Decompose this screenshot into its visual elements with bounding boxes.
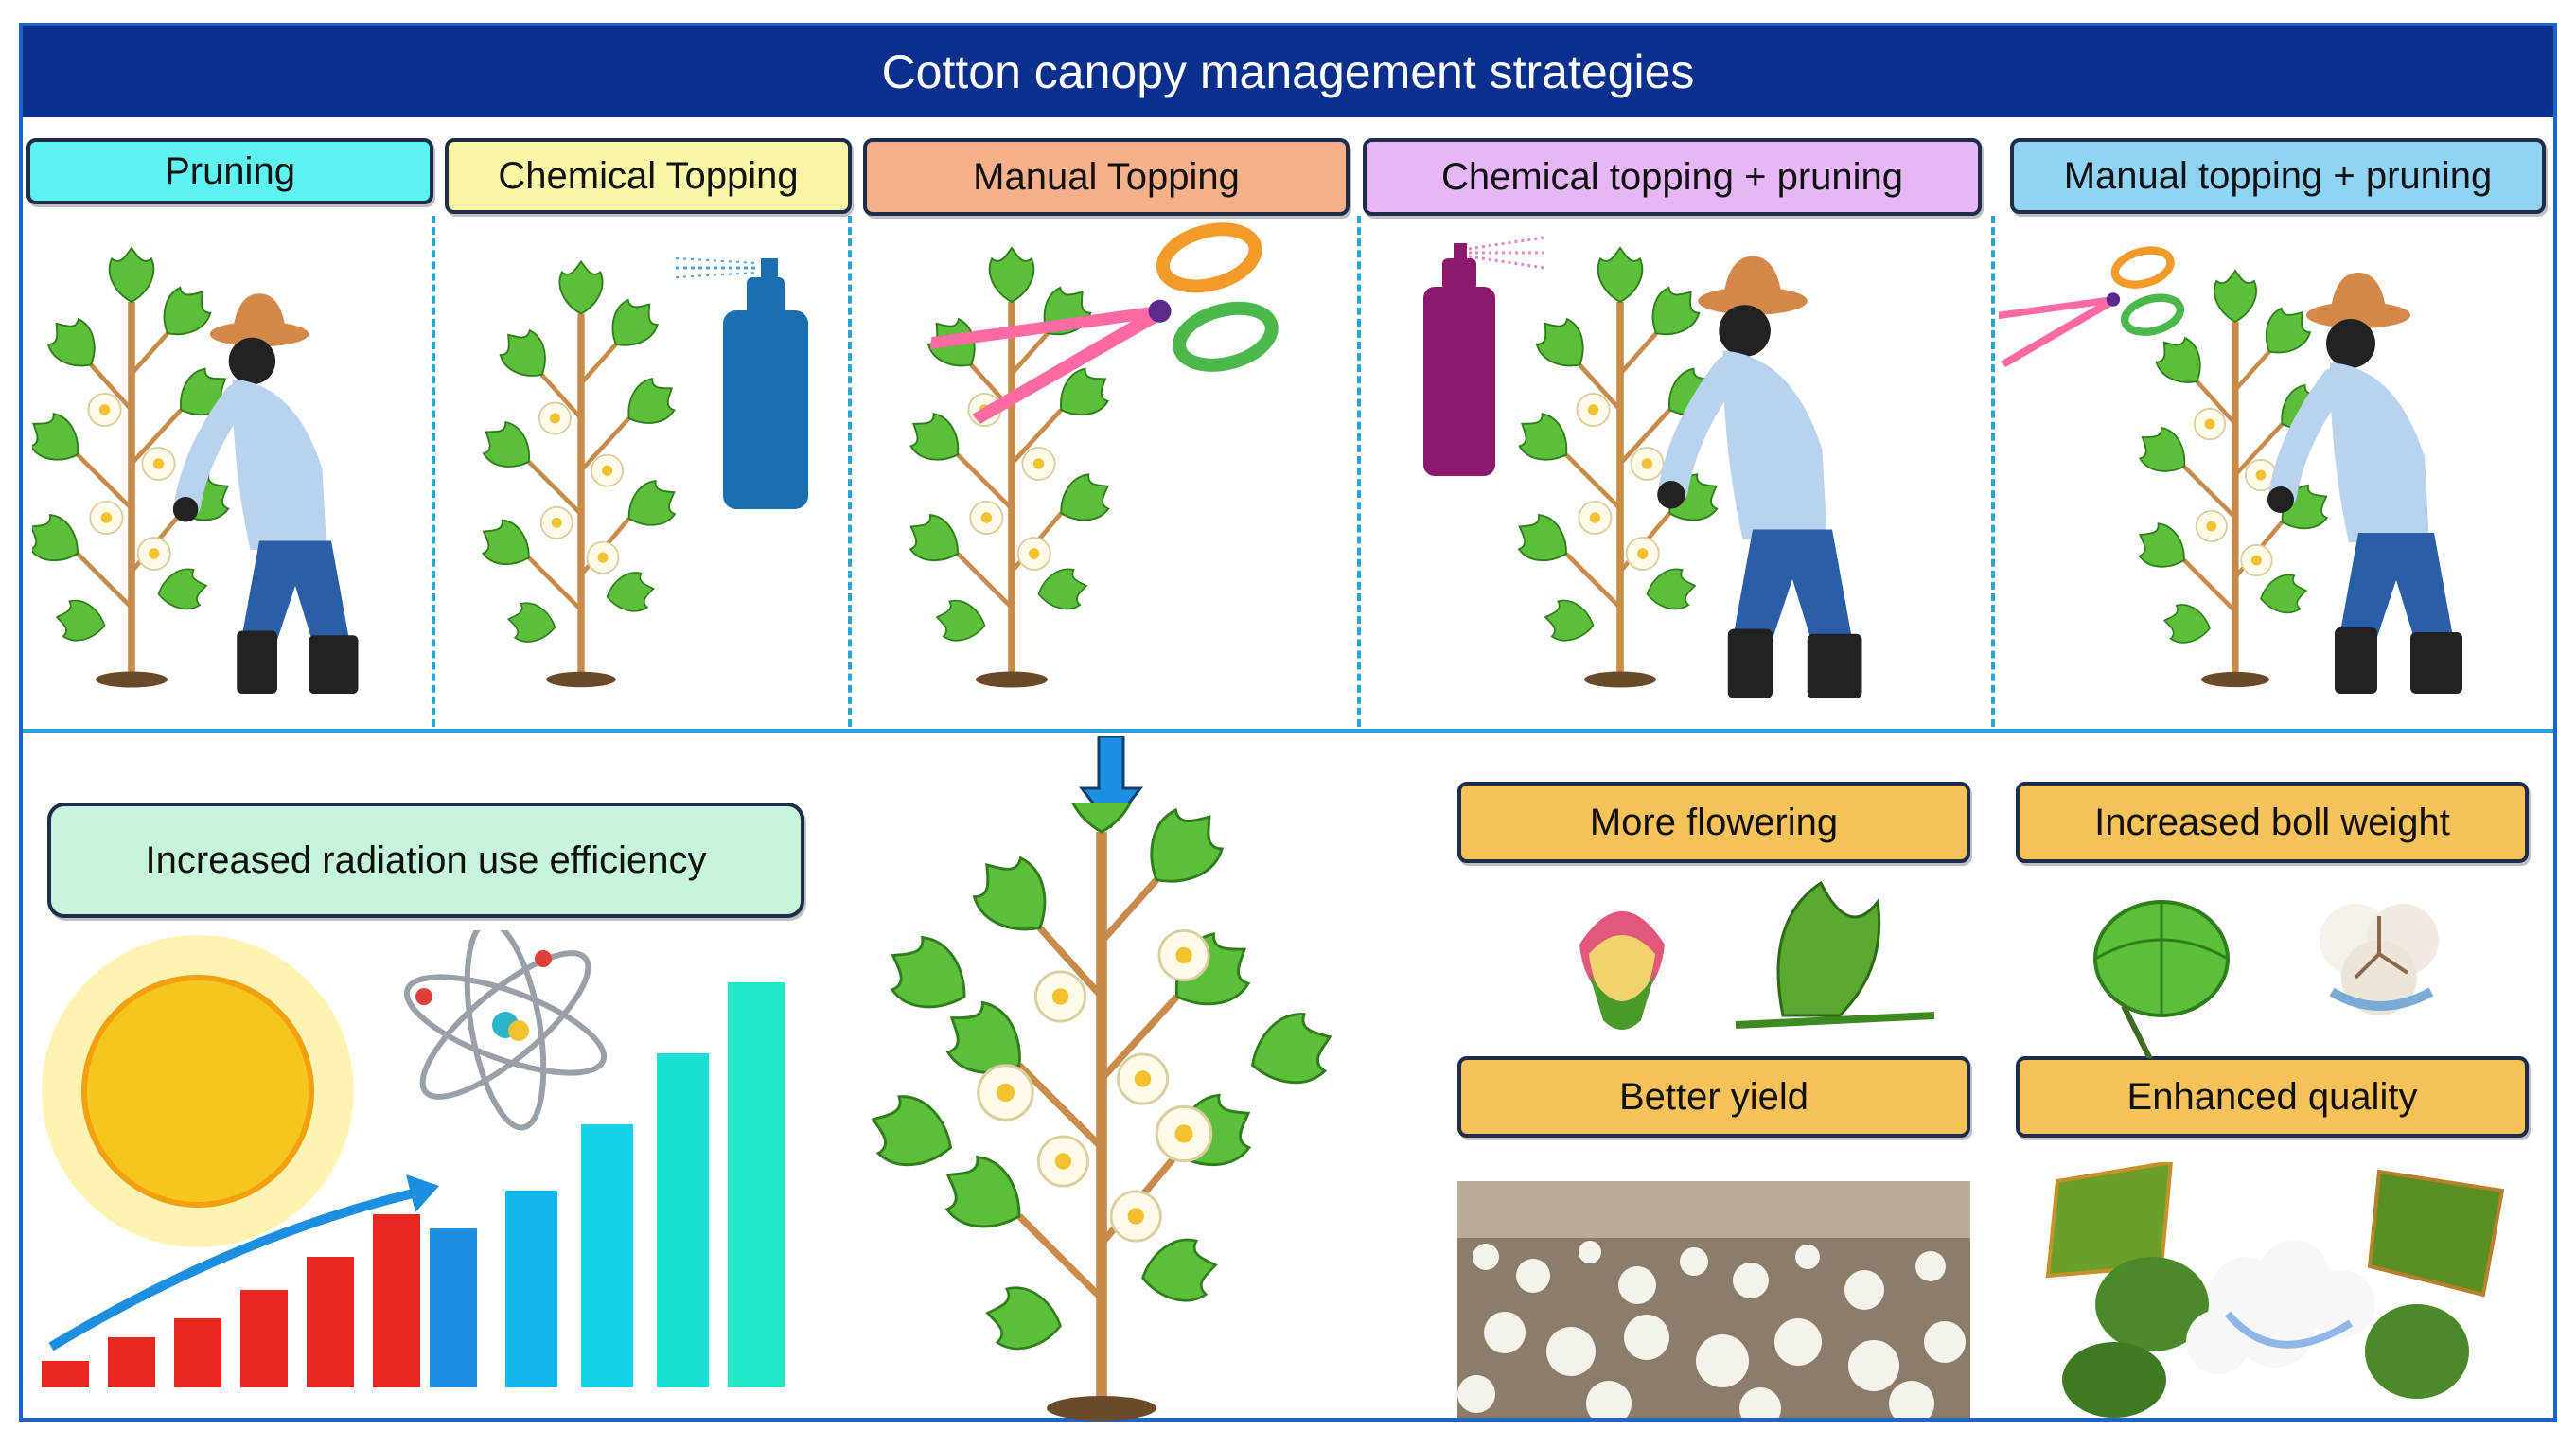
cotton-field-photo — [1457, 1181, 1970, 1418]
column-divider — [1357, 216, 1361, 727]
figure-title: Cotton canopy management strategies — [23, 26, 2553, 117]
sun-icon — [42, 935, 354, 1247]
column-divider — [432, 216, 435, 727]
cotton-flower-icon — [1579, 911, 1665, 1030]
atom-icon — [403, 930, 608, 1131]
outcome-enhanced-quality: Enhanced quality — [2016, 1056, 2529, 1138]
spray-can-icon — [1423, 236, 1545, 476]
central-cotton-plant-illustration — [860, 803, 1343, 1427]
outcome-more-flowering: More flowering — [1457, 782, 1970, 863]
cotton-quality-photo — [2045, 1162, 2505, 1418]
cotton-flower-buds-illustration — [1579, 880, 1935, 1030]
column-divider — [1991, 216, 1995, 727]
spray-bottle-icon — [675, 257, 808, 509]
section-divider — [23, 729, 2553, 733]
outcome-better-yield: Better yield — [1457, 1056, 1970, 1138]
pruning-illustration — [32, 225, 430, 717]
strategy-label-chemical-topping-pruning: Chemical topping + pruning — [1363, 138, 1982, 216]
strategy-label-manual-topping: Manual Topping — [863, 138, 1350, 216]
green-boll-icon — [2093, 900, 2230, 1058]
column-divider — [848, 216, 852, 727]
chemical-topping-illustration — [439, 257, 808, 717]
radiation-efficiency-illustration — [42, 930, 785, 1387]
strategy-label-chemical-topping: Chemical Topping — [445, 138, 852, 214]
strategy-label-manual-topping-pruning: Manual topping + pruning — [2010, 138, 2546, 214]
chemical-topping-pruning-illustration — [1423, 236, 1989, 717]
manual-topping-pruning-illustration — [1999, 221, 2548, 717]
trend-arrow-icon — [48, 1186, 427, 1351]
cotton-square-icon — [1735, 880, 1935, 1029]
open-boll-icon — [2320, 904, 2439, 1015]
manual-topping-illustration — [856, 216, 1352, 717]
strategy-label-pruning: Pruning — [26, 138, 433, 204]
rising-bars-graphic — [42, 982, 785, 1387]
outcome-increased-boll-weight: Increased boll weight — [2016, 782, 2529, 863]
outcome-radiation-use-efficiency: Increased radiation use efficiency — [47, 803, 804, 918]
figure-frame: Cotton canopy management strategies Prun… — [19, 23, 2557, 1422]
cotton-bolls-illustration — [2093, 900, 2439, 1058]
